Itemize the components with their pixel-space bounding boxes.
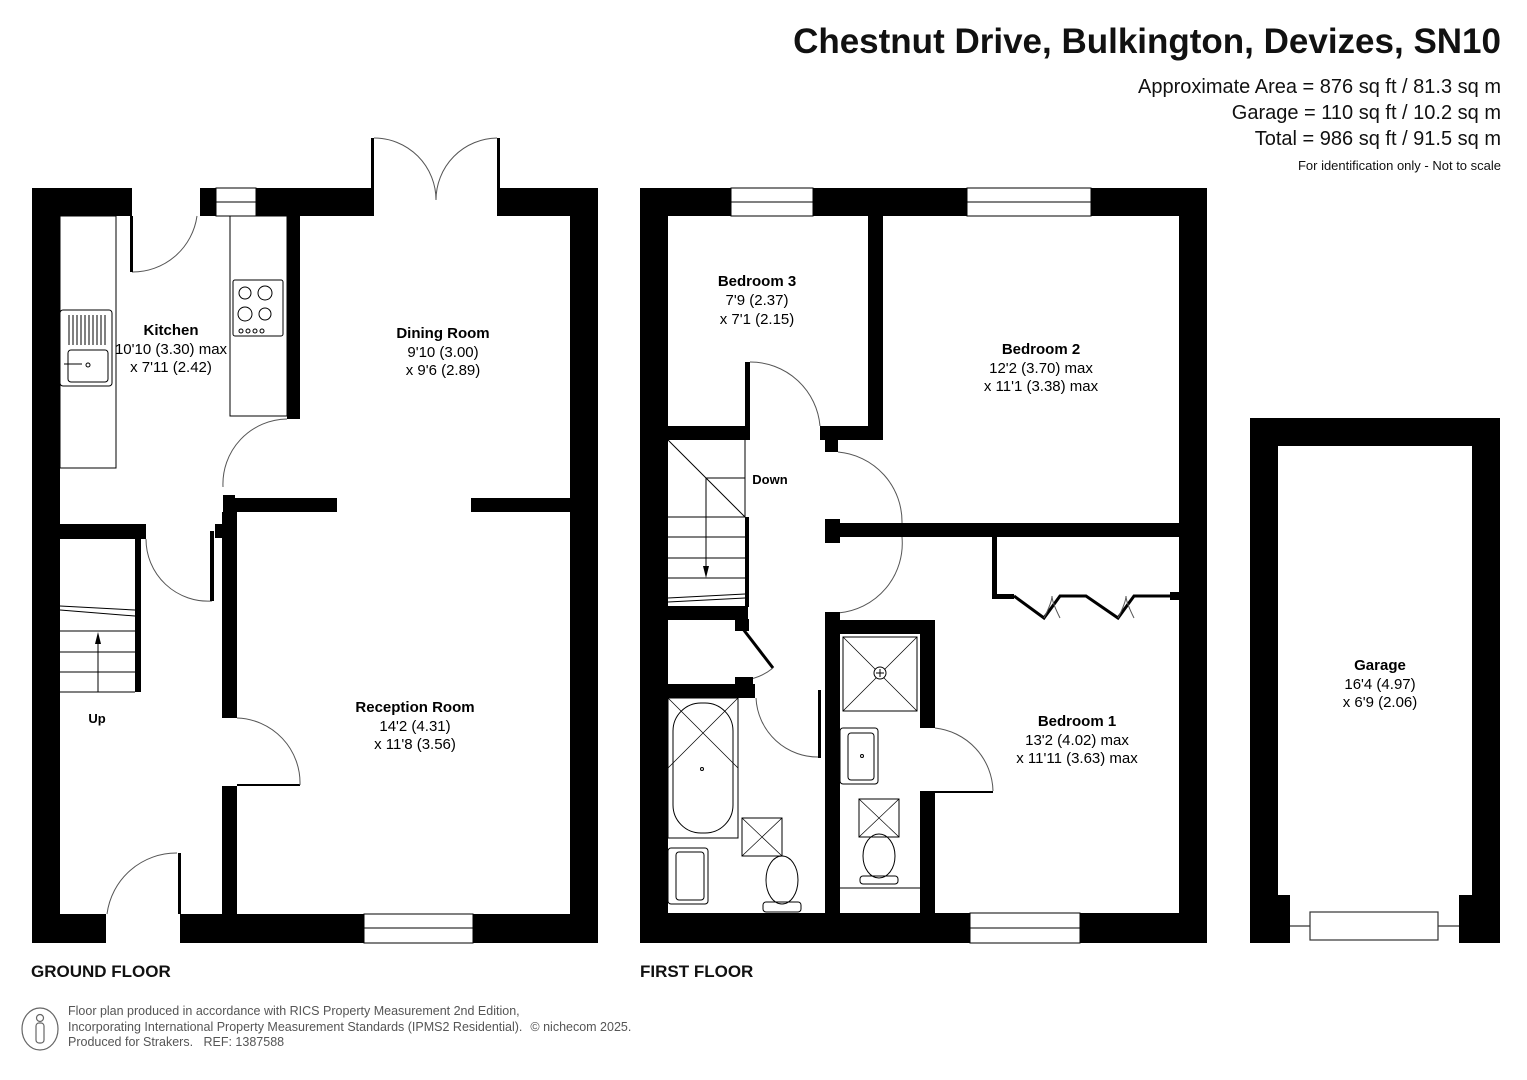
bedroom-3-dim2: x 7'1 (2.15) — [720, 311, 795, 328]
garage-dim2: x 6'9 (2.06) — [1343, 694, 1418, 711]
bedroom-1-dim1: 13'2 (4.02) max — [1025, 732, 1129, 749]
footer-line-3: Produced for Strakers. — [68, 1035, 194, 1049]
garage-plan: Garage 16'4 (4.97) x 6'9 (2.06) — [1250, 418, 1500, 943]
garage-dim1: 16'4 (4.97) — [1344, 676, 1415, 693]
garage-area: Garage = 110 sq ft / 10.2 sq m — [1231, 102, 1501, 124]
reception-room-label: Reception Room — [355, 699, 474, 716]
reception-room-dim1: 14'2 (4.31) — [379, 718, 450, 735]
approximate-area: Approximate Area = 876 sq ft / 81.3 sq m — [1138, 76, 1501, 98]
bedroom-3-dim1: 7'9 (2.37) — [726, 292, 789, 309]
copyright: © nichecom 2025. — [530, 1019, 632, 1034]
first-floor-label: FIRST FLOOR — [640, 962, 754, 981]
kitchen-dim2: x 7'11 (2.42) — [130, 359, 212, 376]
property-title: Chestnut Drive, Bulkington, Devizes, SN1… — [793, 22, 1501, 61]
dining-room-dim1: 9'10 (3.00) — [407, 344, 478, 361]
dining-room-label: Dining Room — [396, 325, 489, 342]
total-area: Total = 986 sq ft / 91.5 sq m — [1254, 128, 1501, 150]
kitchen-label: Kitchen — [143, 322, 198, 339]
area-summary: Approximate Area = 876 sq ft / 81.3 sq m… — [1138, 74, 1501, 152]
bedroom-2-dim1: 12'2 (3.70) max — [989, 360, 1093, 377]
person-info-icon — [21, 1007, 59, 1051]
garage-label: Garage — [1354, 657, 1406, 674]
reception-room-dim2: x 11'8 (3.56) — [374, 736, 456, 753]
bedroom-2-dim2: x 11'1 (3.38) max — [984, 378, 1099, 395]
dining-room-dim2: x 9'6 (2.89) — [406, 362, 481, 379]
bedroom-1-label: Bedroom 1 — [1038, 713, 1116, 730]
kitchen-dim1: 10'10 (3.30) max — [115, 341, 228, 358]
stairs-up-label: Up — [88, 711, 105, 726]
bedroom-1-dim2: x 11'11 (3.63) max — [1016, 750, 1138, 767]
ground-floor-plan: Kitchen 10'10 (3.30) max x 7'11 (2.42) D… — [32, 137, 598, 944]
footer: Floor plan produced in accordance with R… — [20, 1004, 632, 1052]
scale-note: For identification only - Not to scale — [1297, 158, 1501, 173]
footer-line-2: Incorporating International Property Mea… — [68, 1019, 523, 1034]
reference-number: REF: 1387588 — [203, 1035, 285, 1049]
bedroom-3-label: Bedroom 3 — [718, 273, 796, 290]
footer-line-1: Floor plan produced in accordance with R… — [68, 1004, 520, 1018]
bedroom-2-label: Bedroom 2 — [1002, 341, 1080, 358]
ground-floor-label: GROUND FLOOR — [31, 962, 171, 981]
stairs-down-label: Down — [752, 472, 787, 487]
first-floor-plan: Down — [640, 187, 1207, 944]
